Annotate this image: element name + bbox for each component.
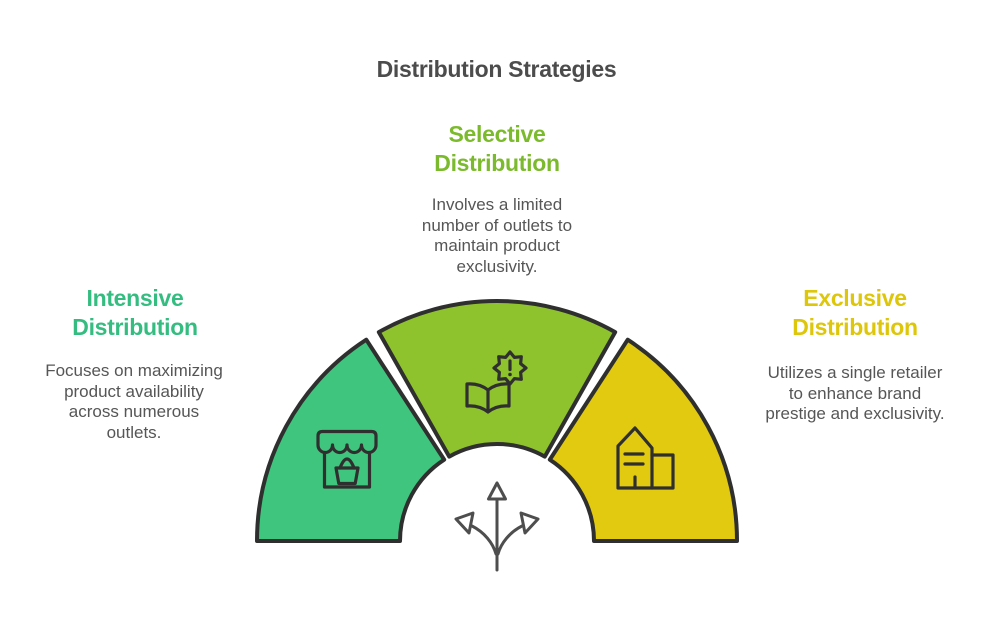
open-book-alert-icon: [465, 350, 528, 414]
storefront-icon: [316, 429, 378, 489]
exclusive-distribution-description: Utilizes a single retailer to enhance br…: [765, 363, 945, 423]
segment-intensive: [255, 337, 447, 543]
building-icon: [616, 426, 675, 490]
alert-burst-icon: [492, 350, 528, 386]
three-way-arrow-icon: [454, 481, 540, 572]
selective-distribution-heading: Selective Distribution: [434, 121, 560, 176]
segment-selective: [376, 298, 618, 459]
intensive-distribution-description: Focuses on maximizing product availabili…: [45, 361, 223, 442]
intensive-distribution-heading: Intensive Distribution: [72, 285, 198, 340]
page-title: Distribution Strategies: [376, 56, 617, 82]
exclusive-distribution-heading: Exclusive Distribution: [792, 285, 918, 340]
selective-distribution-description: Involves a limited number of outlets to …: [421, 195, 573, 276]
